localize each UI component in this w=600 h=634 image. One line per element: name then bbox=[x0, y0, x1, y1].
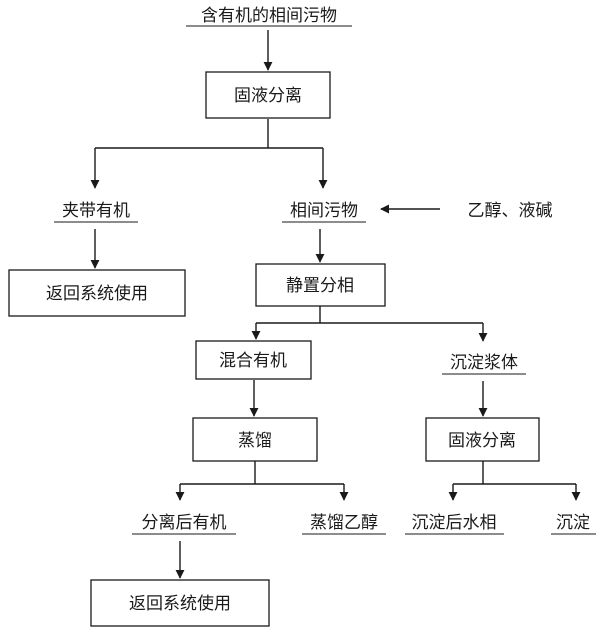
node-sep2: 固液分离 bbox=[448, 431, 516, 451]
box-return1 bbox=[8, 269, 186, 317]
node-entrained: 夹带有机 bbox=[62, 201, 130, 221]
box-sep2 bbox=[425, 417, 540, 462]
node-interphase: 相间污物 bbox=[290, 201, 358, 221]
node-sep1: 固液分离 bbox=[234, 86, 302, 106]
node-distilled-ethanol: 蒸馏乙醇 bbox=[310, 513, 378, 533]
node-settle: 静置分相 bbox=[286, 276, 354, 296]
node-precipitate: 沉淀 bbox=[556, 513, 590, 533]
node-source: 含有机的相间污物 bbox=[201, 6, 337, 26]
node-distill: 蒸馏 bbox=[238, 431, 272, 451]
box-return2 bbox=[90, 579, 270, 627]
label-underlines bbox=[54, 25, 596, 535]
box-settle bbox=[255, 263, 386, 307]
node-mixed: 混合有机 bbox=[219, 351, 287, 371]
node-aqueous-phase: 沉淀后水相 bbox=[412, 513, 497, 533]
box-sep1 bbox=[205, 71, 331, 119]
box-distill bbox=[192, 417, 318, 462]
node-return1: 返回系统使用 bbox=[46, 283, 148, 304]
box-mixed bbox=[195, 340, 312, 380]
node-return2: 返回系统使用 bbox=[129, 593, 231, 614]
process-boxes bbox=[8, 71, 540, 627]
node-slurry: 沉淀浆体 bbox=[450, 353, 518, 373]
connectors bbox=[90, 30, 581, 579]
node-labels: 含有机的相间污物 固液分离 夹带有机 相间污物 乙醇、液碱 返回系统使用 静置分… bbox=[46, 6, 590, 614]
node-reagents: 乙醇、液碱 bbox=[468, 201, 553, 221]
node-sep-org: 分离后有机 bbox=[142, 513, 227, 533]
